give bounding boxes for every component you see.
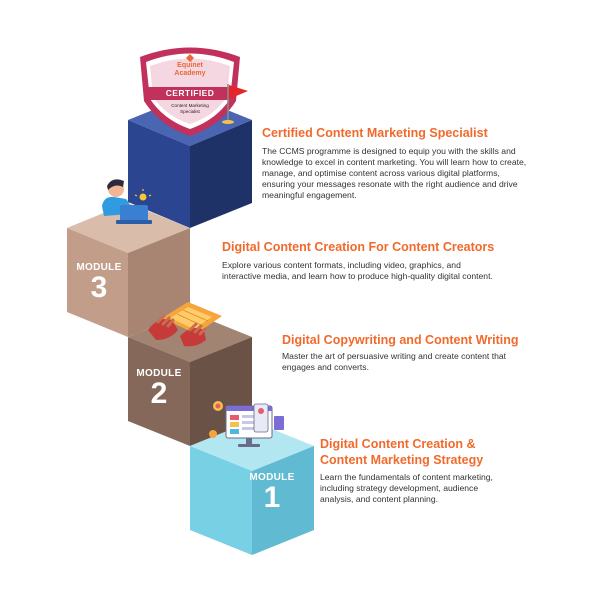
module-3-word: MODULE — [76, 262, 122, 273]
badge-subtitle-line2: Specialist — [180, 109, 200, 114]
step-module-3-description: Explore various content formats, includi… — [222, 260, 493, 281]
step-module-3: Digital Content Creation For Content Cre… — [222, 240, 542, 282]
module-3-label: MODULE 3 — [68, 262, 130, 303]
module-1-word: MODULE — [249, 472, 295, 483]
module-2-number: 2 — [150, 377, 168, 410]
flag-icon — [222, 84, 248, 124]
step-module-2-description: Master the art of persuasive writing and… — [282, 351, 507, 372]
module-2-label: MODULE 2 — [128, 368, 190, 409]
badge-brand-line2: Academy — [174, 70, 206, 77]
certified-badge — [140, 47, 240, 136]
badge-ribbon: CERTIFIED — [165, 88, 215, 98]
step-certification-title: Certified Content Marketing Specialist — [262, 126, 488, 140]
step-certification: Certified Content Marketing Specialist T… — [262, 126, 527, 201]
person-at-laptop-icon — [102, 179, 152, 224]
module-1-number: 1 — [263, 481, 281, 514]
step-module-3-title: Digital Content Creation For Content Cre… — [222, 240, 495, 254]
module-2-word: MODULE — [136, 368, 182, 379]
step-module-2: Digital Copywriting and Content Writing … — [282, 333, 562, 373]
badge-subtitle-line1: Content Marketing — [171, 103, 209, 108]
module-3-number: 3 — [90, 271, 108, 304]
hands-typing-keyboard-icon — [148, 302, 222, 347]
module-1-label: MODULE 1 — [241, 472, 303, 513]
badge-brand: Equinet Academy — [150, 62, 230, 78]
step-module-1-title: Digital Content Creation & Content Marke… — [320, 437, 484, 467]
monitor-dashboard-icon — [209, 401, 284, 447]
step-module-2-title: Digital Copywriting and Content Writing — [282, 333, 519, 347]
badge-subtitle: Content Marketing Specialist — [156, 103, 224, 115]
step-module-1-description: Learn the fundamentals of content market… — [320, 472, 493, 504]
step-certification-description: The CCMS programme is designed to equip … — [262, 146, 527, 200]
badge-brand-line1: Equinet — [177, 62, 203, 69]
cube-module-3 — [67, 203, 190, 337]
step-module-1: Digital Content Creation & Content Marke… — [320, 436, 520, 505]
